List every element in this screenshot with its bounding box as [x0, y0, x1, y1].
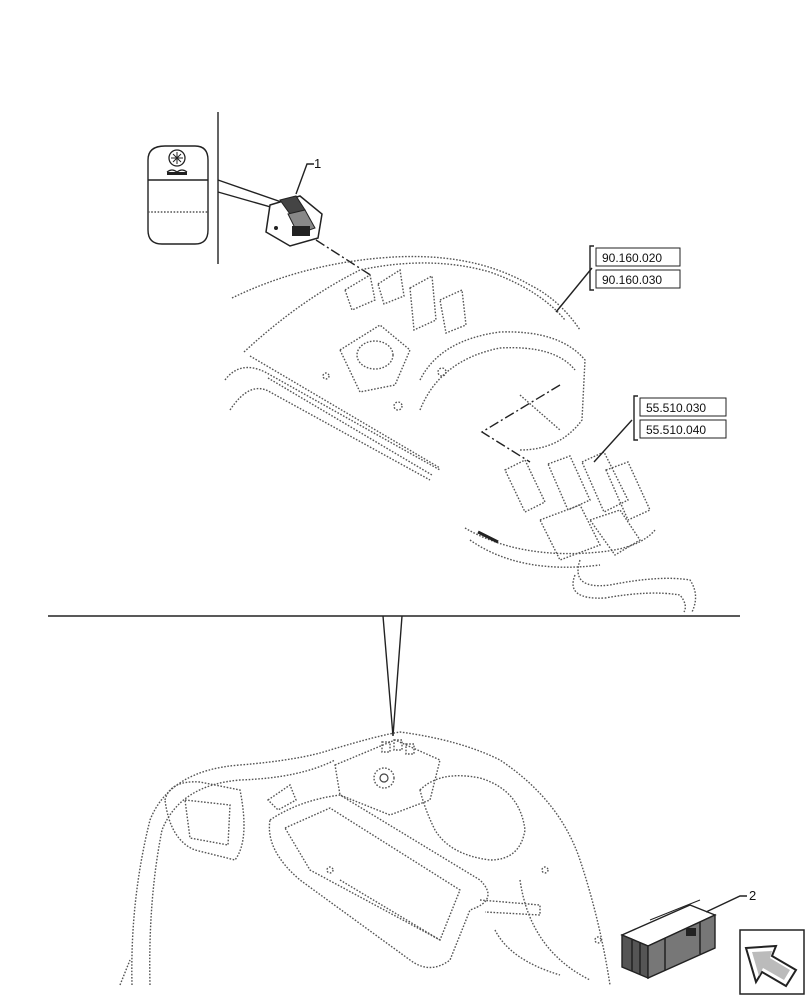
detail-pointer — [48, 615, 740, 737]
callout-2: 2 — [705, 888, 756, 913]
fan-icon — [166, 149, 188, 175]
next-page-arrow-icon[interactable] — [739, 929, 805, 995]
ref-box-90-160-020 — [595, 247, 681, 267]
ref-box-90-160-030 — [595, 269, 681, 289]
reference-group-2: 55.510.030 55.510.040 — [633, 395, 727, 441]
svg-text:2: 2 — [749, 888, 756, 903]
connector-block — [464, 451, 697, 613]
svg-text:1: 1 — [314, 156, 321, 171]
cab-interior — [119, 731, 611, 986]
switch-part — [265, 195, 323, 247]
svg-text:55.510.040: 55.510.040 — [646, 423, 706, 437]
svg-text:90.160.030: 90.160.030 — [602, 273, 662, 287]
kit-box-part — [620, 899, 717, 980]
ref-box-55-510-040 — [639, 419, 727, 439]
switch-face-detail — [147, 145, 209, 245]
callout-1: 1 — [295, 156, 321, 195]
upper-dashboard — [224, 255, 586, 481]
reference-group-1: 90.160.020 90.160.030 — [589, 245, 681, 291]
svg-text:55.510.030: 55.510.030 — [646, 401, 706, 415]
ref-box-55-510-030 — [639, 397, 727, 417]
svg-text:90.160.020: 90.160.020 — [602, 251, 662, 265]
